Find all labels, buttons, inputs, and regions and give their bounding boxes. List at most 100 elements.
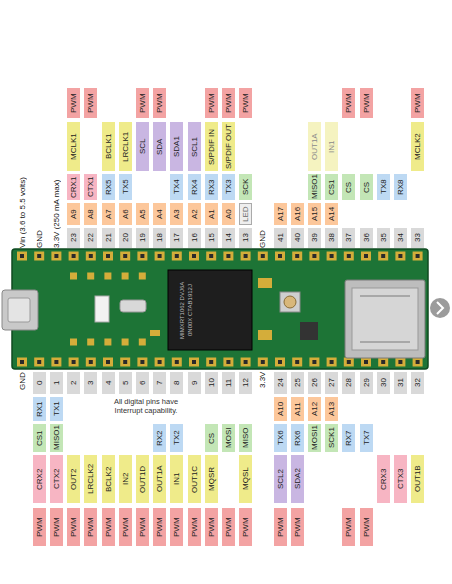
pin-function-tag: A9 [67,203,80,225]
pin-hole-row [20,360,428,364]
pin-function-tag: A13 [325,397,338,421]
pin-function-tag: RX1 [33,397,46,421]
pin-number: 20 [119,228,132,248]
pin-number: 7 [153,372,166,394]
sd-card-slot-inner [352,288,418,350]
pin-function-tag: MOSI [222,424,235,452]
pin-function-tag: A4 [153,203,166,225]
pin-function-tag: PWM [342,508,355,546]
pin-function-tag: A16 [291,203,304,225]
pin-number: 12 [239,372,252,394]
pin-function-tag: PWM [84,88,97,118]
pin-function-tag: SDA [153,122,166,171]
component [258,330,272,340]
pin-function-tag: PWM [67,508,80,546]
pin-number: 9 [188,372,201,394]
pin-function-tag: RX3 [205,174,218,200]
pin-function-tag: MQSR [205,455,218,503]
pin-function-tag: PWM [102,508,115,546]
sd-card-detail [360,341,410,343]
pin-function-tag: S/PDIF OUT [222,122,235,171]
power-pin-label: 3.3V (250 mA max) [50,158,63,248]
pin-function-tag: A17 [274,203,287,225]
pin-function-tag: PWM [136,88,149,118]
pin-function-tag: PWM [170,508,183,546]
pin-number: 2 [67,372,80,394]
pin-number: 19 [136,228,149,248]
pin-number: 8 [170,372,183,394]
pin-number: 24 [274,372,287,394]
pin-number: 6 [136,372,149,394]
pin-number: 25 [291,372,304,394]
pin-number: 1 [50,372,63,394]
pin-function-tag: A0 [222,203,235,225]
pin-function-tag: PWM [188,508,201,546]
pin-function-tag: SCK [239,174,252,200]
button-housing [280,292,300,312]
pin-function-tag: PWM [153,508,166,546]
power-pin-label: 3.3V [256,372,269,394]
pin-number: 28 [342,372,355,394]
pin-function-tag: PWM [33,508,46,546]
pin-function-tag: RX7 [342,424,355,452]
nav-chevron [437,302,443,314]
pin-function-tag: OUT2 [67,455,80,503]
pin-function-tag: SDA1 [170,122,183,171]
pin-number: 11 [222,372,235,394]
pin-function-tag: LRCLK1 [119,122,132,171]
pin-number: 14 [222,228,235,248]
pin-number: 15 [205,228,218,248]
pin-function-tag: MCLK2 [411,122,424,171]
pin-function-tag: LRCLK2 [84,455,97,503]
pin-function-tag: SCK1 [325,424,338,452]
pin-function-tag: CS [205,424,218,452]
pin-function-tag: MQSL [239,455,252,503]
power-pin-label: Vin (3.6 to 5.5 volts) [16,140,29,248]
pin-function-tag: RX6 [291,424,304,452]
pin-function-tag: PWM [50,508,63,546]
inner-pad-row [70,273,150,280]
pin-function-tag: PWM [222,508,235,546]
pin-function-tag: CTX3 [394,455,407,503]
pin-number: 17 [170,228,183,248]
usb-connector-inner [8,298,30,322]
pin-function-tag: A2 [188,203,201,225]
circuit-board [12,249,428,369]
pin-function-tag: PWM [239,508,252,546]
pin-function-tag: PWM [342,88,355,118]
pin-function-tag: LED [239,203,252,225]
pin-function-tag: TX3 [222,174,235,200]
pin-function-tag: OUT1A [153,455,166,503]
pin-function-tag: CTX1 [84,174,97,200]
pin-function-tag: MCLK1 [67,122,80,171]
crystal [120,300,146,312]
pin-number: 39 [308,228,321,248]
component [258,278,272,288]
program-button [284,296,296,308]
pin-number: 10 [205,372,218,394]
pin-function-tag: TX5 [119,174,132,200]
pin-function-tag: RX4 [188,174,201,200]
pin-function-tag: OUT1C [188,455,201,503]
pin-function-tag: RX2 [153,424,166,452]
pin-function-tag: CRX1 [67,174,80,200]
pin-number: 21 [102,228,115,248]
pin-function-tag: CS [342,174,355,200]
pin-function-tag: A12 [308,397,321,421]
pin-function-tag: MOSI1 [308,424,321,452]
pin-hole-row [20,254,428,258]
pin-function-tag: TX7 [360,424,373,452]
pin-function-tag: TX6 [274,424,287,452]
pin-function-tag: TX1 [50,397,63,421]
pin-number: 27 [325,372,338,394]
pin-function-tag: SCL [136,122,149,171]
pin-function-tag: A11 [291,397,304,421]
pin-function-tag: IN2 [119,455,132,503]
pin-number: 36 [360,228,373,248]
pin-function-tag: BCLK2 [102,455,115,503]
pin-function-tag: IN1 [170,455,183,503]
sd-card-slot [345,280,425,358]
pin-function-tag: OUT1A [308,122,321,171]
component [95,296,109,322]
